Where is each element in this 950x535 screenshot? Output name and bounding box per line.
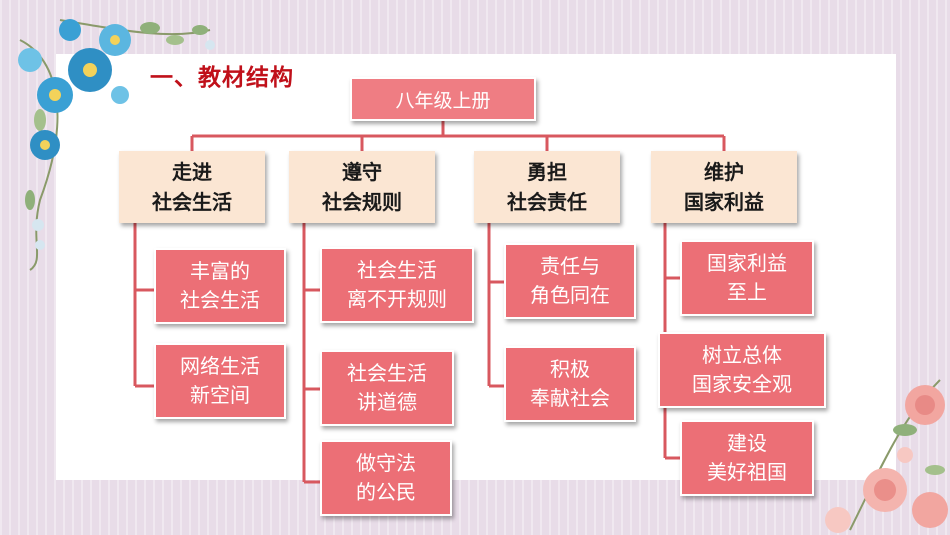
slide-title: 一、教材结构 [150,65,294,91]
leaf-node: 责任与 角色同在 [504,243,636,319]
category-node: 勇担 社会责任 [474,151,620,223]
leaf-node: 社会生活 讲道德 [320,350,454,426]
leaf-node: 做守法 的公民 [320,440,452,516]
leaf-node: 社会生活 离不开规则 [320,247,474,323]
category-node: 走进 社会生活 [119,151,265,223]
category-node: 维护 国家利益 [651,151,797,223]
leaf-node: 网络生活 新空间 [154,343,286,419]
root-node: 八年级上册 [350,77,536,121]
pink-rose-cluster-icon [825,379,948,533]
blue-flower-cluster-icon [18,19,215,271]
leaf-node: 树立总体 国家安全观 [658,332,826,408]
leaf-node: 国家利益 至上 [680,240,814,316]
leaf-node: 丰富的 社会生活 [154,248,286,324]
leaf-node: 建设 美好祖国 [680,420,814,496]
category-node: 遵守 社会规则 [289,151,435,223]
leaf-node: 积极 奉献社会 [504,346,636,422]
